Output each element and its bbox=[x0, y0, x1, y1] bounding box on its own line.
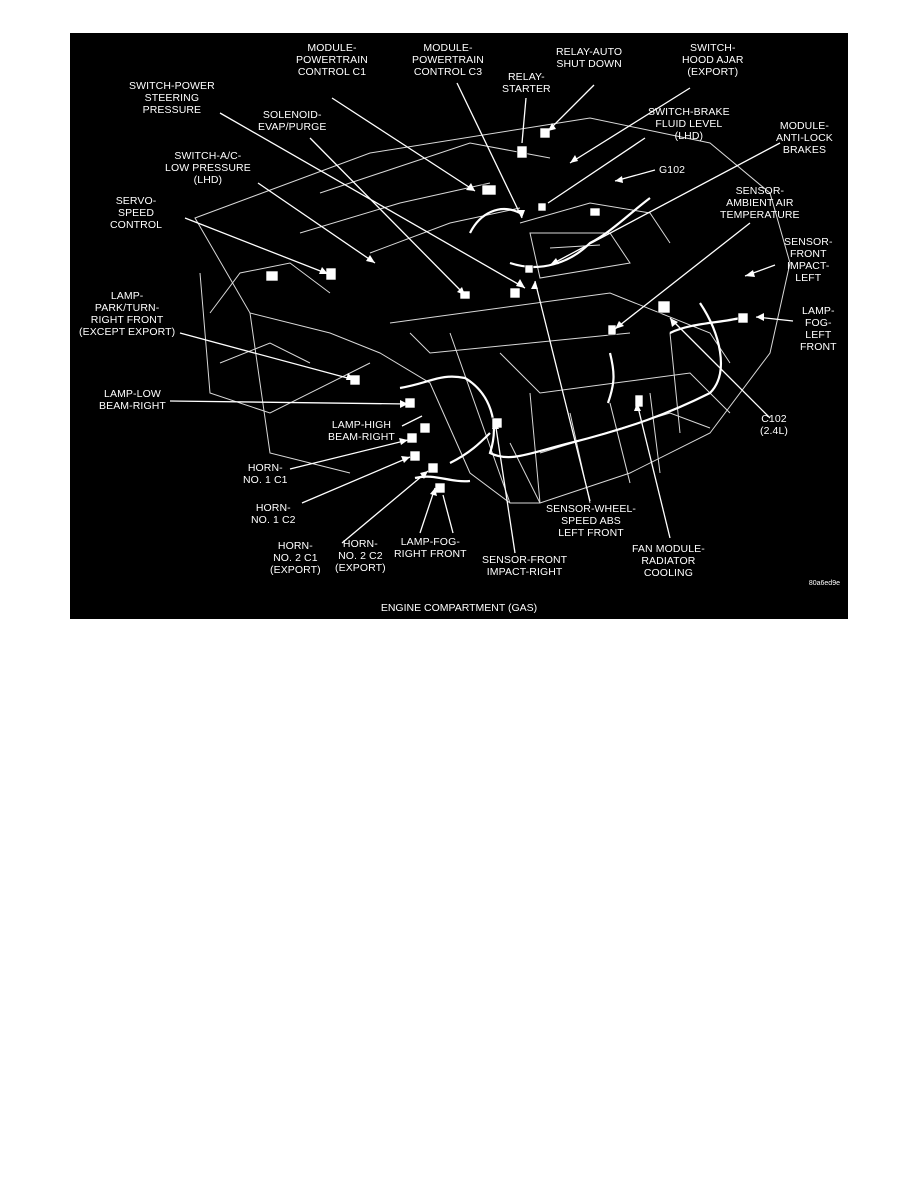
label-horn-1-c1: HORN- NO. 1 C1 bbox=[243, 462, 288, 486]
label-module-pcm-c3: MODULE- POWERTRAIN CONTROL C3 bbox=[412, 42, 484, 78]
leader-lines bbox=[169, 82, 794, 554]
label-sensor-ambient: SENSOR- AMBIENT AIR TEMPERATURE bbox=[720, 185, 800, 221]
label-switch-hood-ajar: SWITCH- HOOD AJAR (EXPORT) bbox=[682, 42, 744, 78]
label-lamp-fog-right: LAMP-FOG- RIGHT FRONT bbox=[394, 536, 467, 560]
label-relay-asd: RELAY-AUTO SHUT DOWN bbox=[556, 46, 623, 70]
label-c102: C102 (2.4L) bbox=[760, 413, 789, 437]
wiring-harness bbox=[399, 197, 741, 483]
label-lamp-fog-left: LAMP- FOG- LEFT FRONT bbox=[800, 305, 837, 353]
label-switch-ac-low: SWITCH-A/C- LOW PRESSURE (LHD) bbox=[165, 150, 251, 186]
label-switch-ps-pressure: SWITCH-POWER STEERING PRESSURE bbox=[129, 80, 215, 116]
label-horn-2-c2: HORN- NO. 2 C2 (EXPORT) bbox=[335, 538, 386, 574]
label-sensor-front-impact-left: SENSOR- FRONT IMPACT- LEFT bbox=[784, 236, 833, 284]
figure-caption: ENGINE COMPARTMENT (GAS) bbox=[380, 602, 538, 614]
label-module-abs: MODULE- ANTI-LOCK BRAKES bbox=[776, 120, 833, 156]
label-lamp-high-beam-right: LAMP-HIGH BEAM-RIGHT bbox=[328, 419, 395, 443]
connectors bbox=[265, 127, 749, 494]
label-servo-speed: SERVO- SPEED CONTROL bbox=[110, 195, 163, 231]
label-relay-starter: RELAY- STARTER bbox=[502, 71, 551, 95]
arrowheads bbox=[319, 123, 764, 496]
label-g102: G102 bbox=[659, 164, 686, 176]
label-solenoid-evap: SOLENOID- EVAP/PURGE bbox=[258, 109, 327, 133]
label-sensor-front-impact-right: SENSOR-FRONT IMPACT-RIGHT bbox=[482, 554, 568, 578]
label-sensor-wheel-speed: SENSOR-WHEEL- SPEED ABS LEFT FRONT bbox=[546, 503, 636, 539]
engine-compartment-figure: MODULE- POWERTRAIN CONTROL C1 MODULE- PO… bbox=[70, 33, 848, 619]
label-switch-brake-fluid: SWITCH-BRAKE FLUID LEVEL (LHD) bbox=[648, 106, 730, 142]
figure-id: 80a6ed9e bbox=[808, 580, 840, 587]
label-horn-1-c2: HORN- NO. 1 C2 bbox=[251, 502, 296, 526]
label-horn-2-c1: HORN- NO. 2 C1 (EXPORT) bbox=[270, 540, 321, 576]
engine-drawing bbox=[169, 82, 794, 554]
label-lamp-low-beam-right: LAMP-LOW BEAM-RIGHT bbox=[99, 388, 166, 412]
label-fan-module: FAN MODULE- RADIATOR COOLING bbox=[632, 543, 705, 579]
label-module-pcm-c1: MODULE- POWERTRAIN CONTROL C1 bbox=[296, 42, 368, 78]
label-lamp-park-turn-right: LAMP- PARK/TURN- RIGHT FRONT (EXCEPT EXP… bbox=[79, 290, 176, 338]
